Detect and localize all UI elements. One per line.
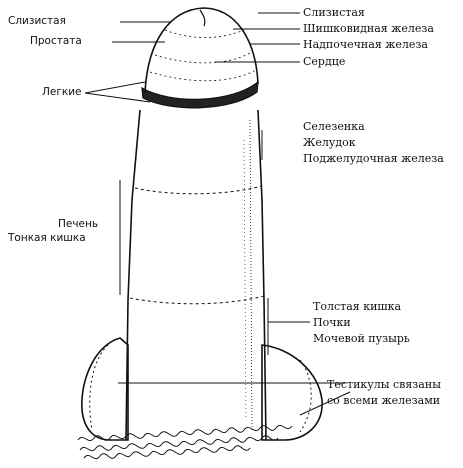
label-prostate: Простата (30, 35, 82, 47)
left-testicle (81, 337, 129, 441)
zone-line-1 (134, 185, 263, 195)
label-testicles-line1: Тестикулы связаны (327, 378, 441, 391)
label-large-intestine: Толстая кишка (313, 300, 402, 313)
label-liver: Печень (58, 218, 99, 230)
label-adrenal-gland: Надпочечная железа (303, 38, 428, 51)
label-mucosa-left: Слизистая (8, 15, 66, 27)
label-small-intestine: Тонкая кишка (8, 232, 86, 244)
label-stomach: Желудок (303, 136, 356, 149)
label-mucosa-right: Слизистая (303, 6, 365, 19)
label-pineal-gland: Шишковидная железа (303, 22, 434, 35)
leader-lines (84, 12, 351, 416)
label-testicles-line2: со всеми железами (327, 394, 441, 407)
label-pancreas: Поджелудочная железа (303, 152, 444, 165)
label-bladder: Мочевой пузырь (313, 332, 410, 345)
label-heart: Сердце (303, 55, 346, 68)
label-spleen: Селезенка (303, 120, 365, 133)
label-lungs: Легкие (42, 86, 82, 98)
right-testicle (261, 344, 323, 441)
shaft-outline (125, 109, 141, 441)
zone-line-2 (129, 295, 265, 305)
glans (144, 7, 259, 93)
hair (77, 424, 293, 460)
corona (141, 80, 259, 109)
label-kidneys: Почки (313, 316, 351, 329)
